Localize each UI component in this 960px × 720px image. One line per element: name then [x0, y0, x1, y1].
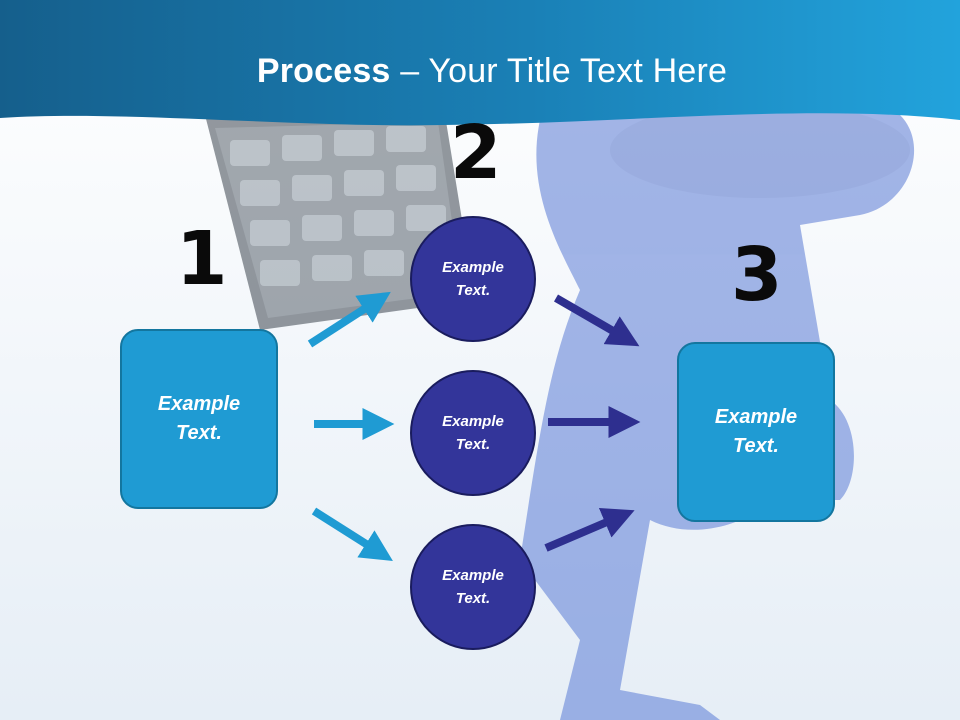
step-number-1: 1 [176, 216, 228, 302]
step-number-3: 3 [731, 232, 783, 318]
title-bold: Process [256, 52, 391, 90]
slide-title: Process – Your Title Text Here [0, 52, 960, 91]
circle-middle[interactable]: Example Text. [410, 370, 536, 496]
title-rest: – Your Title Text Here [390, 52, 728, 90]
circle-bottom-text: Example Text. [442, 567, 504, 607]
phone-illustration [205, 115, 475, 330]
right-box-text: Example Text. [714, 406, 798, 457]
header-banner [0, 0, 960, 126]
circle-middle-text: Example Text. [442, 413, 504, 453]
circle-bottom[interactable]: Example Text. [410, 524, 536, 650]
right-box[interactable]: Example Text. [677, 342, 835, 522]
step-number-2: 2 [450, 110, 502, 196]
circle-top-text: Example Text. [442, 259, 504, 299]
left-box[interactable]: Example Text. [120, 329, 278, 509]
left-box-text: Example Text. [157, 393, 241, 444]
circle-top[interactable]: Example Text. [410, 216, 536, 342]
